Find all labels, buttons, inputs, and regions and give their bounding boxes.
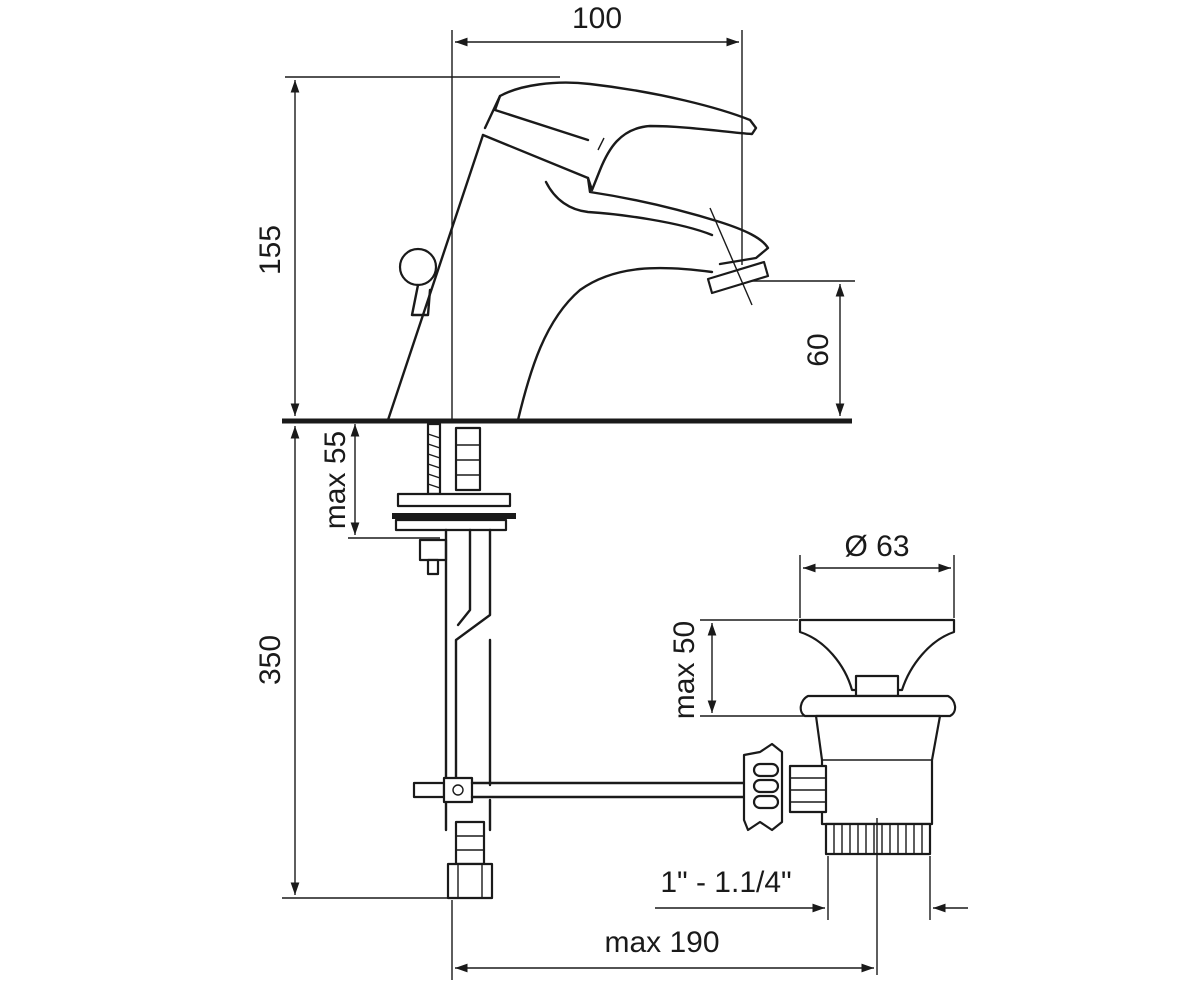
pop-up-rod (412, 776, 752, 804)
dim-waste-thread: 1" - 1.1/4" (655, 856, 968, 920)
dim-spout-height: 60 (752, 280, 855, 416)
dim-waste-thread-label: 1" - 1.1/4" (660, 866, 791, 899)
waste-thread-hatch (833, 824, 923, 854)
dim-waste-diameter-label: Ø 63 (844, 530, 909, 563)
flexible-hose (444, 528, 494, 900)
dim-max-reach: max 190 (451, 900, 874, 980)
dim-waste-height-label: max 50 (668, 621, 701, 719)
dim-spout-height-label: 60 (802, 333, 835, 366)
dim-max-deck-label: max 55 (319, 431, 352, 529)
dim-tap-height: 155 (254, 76, 560, 416)
deck-fixing-assembly (392, 422, 516, 576)
dim-tap-height-label: 155 (254, 225, 287, 275)
dim-waste-diameter: Ø 63 (799, 530, 955, 618)
dim-hose-length: 350 (254, 426, 448, 899)
mixer-tap (386, 81, 770, 422)
dim-width-top-label: 100 (572, 2, 622, 35)
dim-hose-length-label: 350 (254, 635, 287, 685)
dim-max-deck: max 55 (319, 424, 440, 539)
dim-width-top: 100 (451, 2, 743, 420)
dim-max-reach-label: max 190 (604, 926, 719, 959)
pop-up-waste (742, 618, 957, 975)
dim-waste-height: max 50 (668, 619, 805, 719)
